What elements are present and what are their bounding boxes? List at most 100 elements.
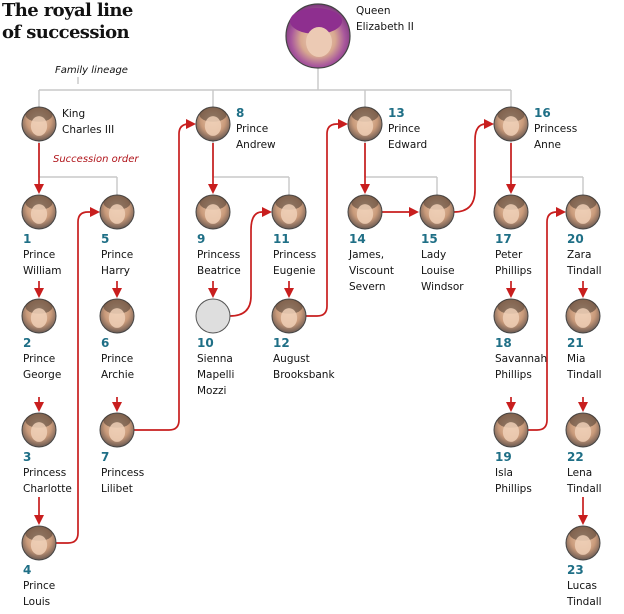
name-line: Louise — [421, 265, 455, 277]
succession-arrow — [528, 206, 567, 431]
portrait-zara — [565, 194, 601, 230]
order-number: 20 — [567, 232, 584, 246]
name-line: Isla — [495, 467, 513, 479]
portrait-charlotte — [21, 412, 57, 448]
name-line: Anne — [534, 139, 561, 151]
name-line: Sienna — [197, 353, 233, 365]
succession-arrow — [306, 118, 349, 317]
portrait-andrew — [195, 106, 231, 142]
name-line: Prince — [23, 580, 56, 592]
name-line: Tindall — [567, 265, 602, 277]
portrait-louis — [21, 525, 57, 561]
name-line: Tindall — [567, 483, 602, 495]
name-line: Lena — [567, 467, 593, 479]
name-line: Phillips — [495, 483, 532, 495]
order-number: 6 — [101, 336, 110, 350]
portrait-august — [271, 298, 307, 334]
portrait-sienna — [195, 298, 231, 334]
name-line: Mozzi — [197, 385, 227, 397]
succession-order-text: Succession order — [53, 154, 139, 165]
order-number: 8 — [236, 106, 245, 120]
name-line: Princess — [101, 467, 145, 479]
name-line: Princess — [23, 467, 67, 479]
name-line: Phillips — [495, 265, 532, 277]
name-line: Zara — [567, 249, 592, 261]
name-line: Tindall — [567, 596, 602, 608]
name-line: Mapelli — [197, 369, 235, 381]
name-line: August — [273, 353, 310, 365]
name-line: Prince — [23, 353, 56, 365]
portrait-beatrice — [195, 194, 231, 230]
name-line: Mia — [567, 353, 586, 365]
portrait-edward — [347, 106, 383, 142]
portrait-louise — [419, 194, 455, 230]
order-number: 7 — [101, 450, 110, 464]
name-line: James, — [349, 249, 385, 261]
name-line: George — [23, 369, 62, 381]
succession-arrow — [134, 118, 197, 431]
portrait-mia — [565, 298, 601, 334]
order-number: 23 — [567, 563, 584, 577]
portrait-james — [347, 194, 383, 230]
name-line: Lilibet — [101, 483, 133, 495]
succession-order-note: Succession order — [53, 154, 139, 165]
diagram-title: The royal line of succession — [2, 0, 133, 44]
portrait-lena — [565, 412, 601, 448]
name-line: Prince — [101, 249, 134, 261]
order-number: 3 — [23, 450, 32, 464]
order-number: 5 — [101, 232, 110, 246]
name-line: Charles III — [62, 124, 115, 136]
portrait-savannah — [493, 298, 529, 334]
name-line: Princess — [273, 249, 317, 261]
name-line: Windsor — [421, 281, 464, 293]
name-line: Brooksbank — [273, 369, 335, 381]
order-number: 19 — [495, 450, 512, 464]
name-line: Princess — [197, 249, 241, 261]
family-lineage-text: Family lineage — [55, 65, 128, 76]
order-number: 2 — [23, 336, 32, 350]
order-number: 14 — [349, 232, 366, 246]
order-number: 16 — [534, 106, 551, 120]
name-line: King — [62, 108, 86, 120]
order-number: 10 — [197, 336, 214, 350]
name-line: Lady — [421, 249, 447, 261]
order-number: 9 — [197, 232, 206, 246]
name-line: Phillips — [495, 369, 532, 381]
name-line: Archie — [101, 369, 135, 381]
portrait-george — [21, 298, 57, 334]
name-line: Prince — [101, 353, 134, 365]
name-line: Elizabeth II — [356, 21, 414, 33]
title-line-1: The royal line — [2, 0, 133, 21]
name-line: Harry — [101, 265, 130, 277]
name-line: Prince — [23, 249, 56, 261]
order-number: 22 — [567, 450, 584, 464]
name-line: Savannah — [495, 353, 548, 365]
succession-arrow — [453, 118, 495, 213]
portrait-lilibet — [99, 412, 135, 448]
order-number: 4 — [23, 563, 32, 577]
portrait-anne — [493, 106, 529, 142]
name-line: Tindall — [567, 369, 602, 381]
name-line: William — [23, 265, 62, 277]
succession-arrow — [56, 206, 101, 544]
name-line: Beatrice — [197, 265, 241, 277]
